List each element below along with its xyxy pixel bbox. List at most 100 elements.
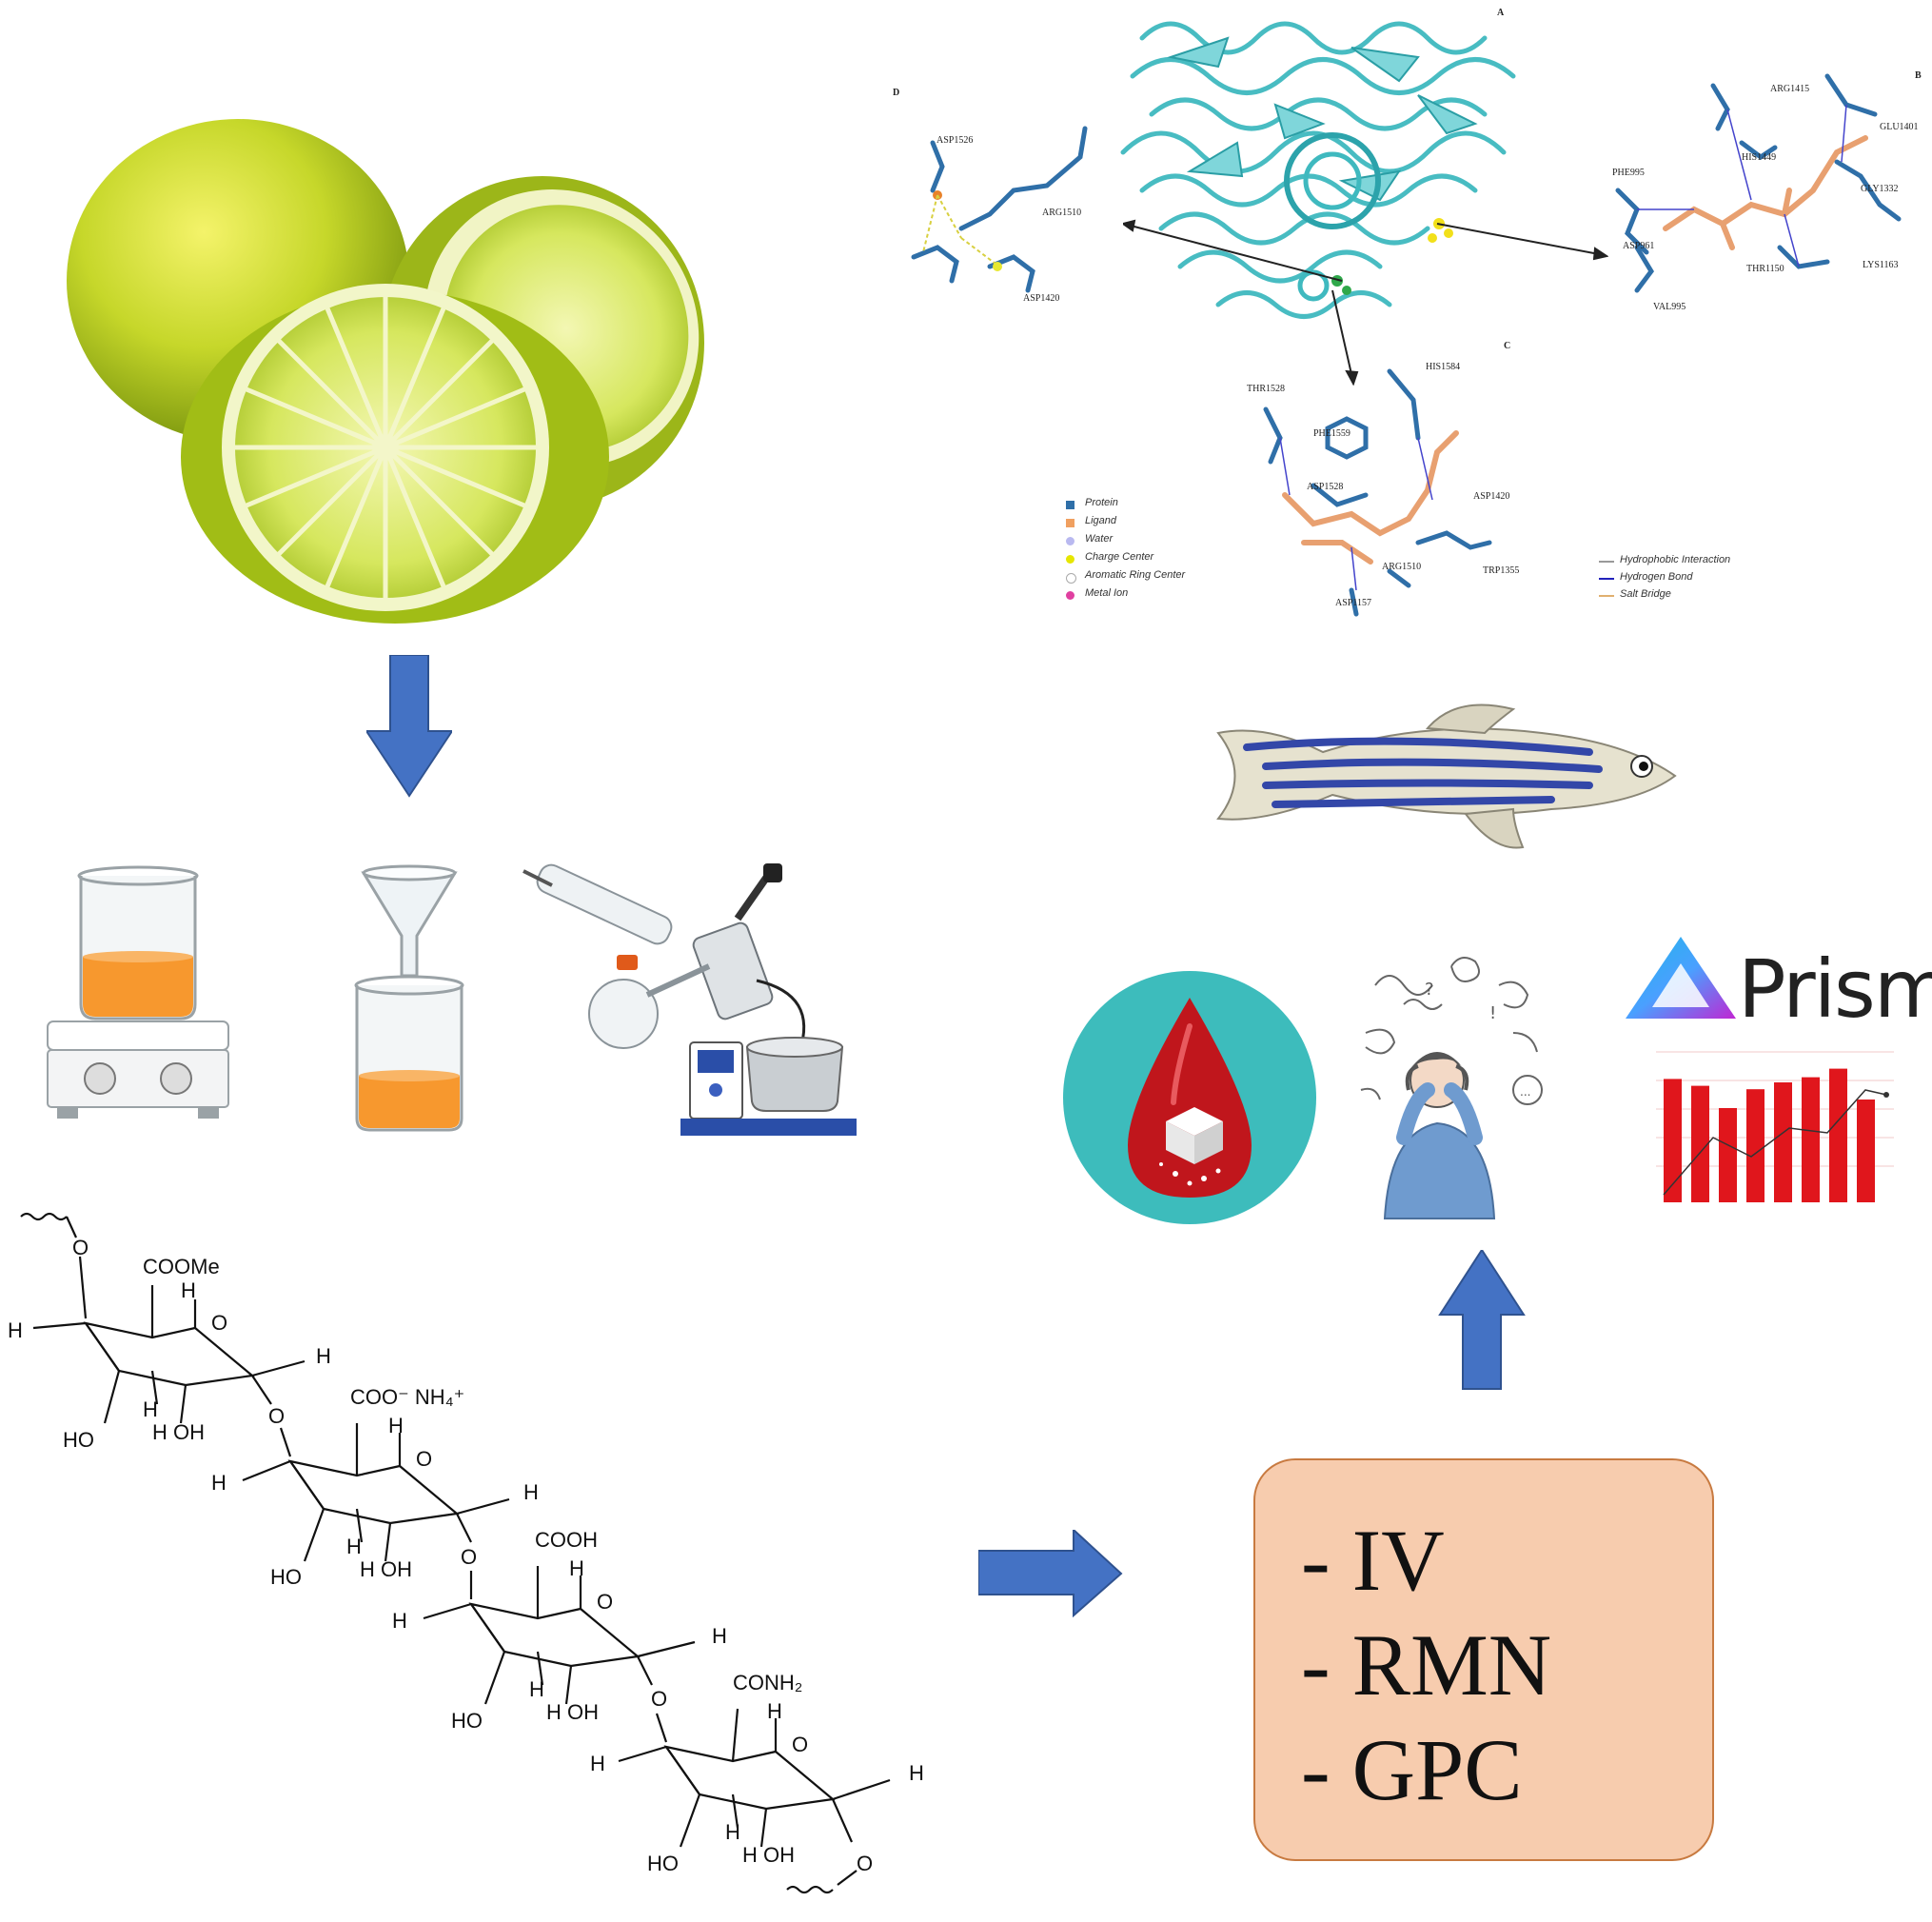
prism-logo-icon [1626, 937, 1736, 1019]
legend-water: Water [1085, 533, 1114, 545]
legend-charge-center: Charge Center [1085, 551, 1154, 563]
residue-c-trp1355: TRP1355 [1483, 565, 1520, 576]
prism-bar [1774, 1082, 1792, 1202]
atom-o-ring-4: O [792, 1733, 809, 1756]
legend-swatch-metal-ion [1066, 591, 1074, 600]
residue-b-gly1332: GLY1332 [1861, 184, 1899, 194]
residue-b-asp961: ASP961 [1623, 241, 1655, 251]
atom-h: H [523, 1480, 539, 1504]
group-conh2: CONH₂ [733, 1671, 803, 1694]
residue-c-thr1528: THR1528 [1247, 384, 1285, 394]
pectin-structure-bonds [20, 1212, 891, 1894]
analysis-item-rmn: - RMN [1301, 1616, 1552, 1714]
legend-swatch-salt-bridge [1599, 595, 1614, 597]
prism-bar-chart [1656, 1051, 1894, 1202]
panel-b-interactions [1615, 73, 1902, 293]
atom-h: H [569, 1556, 584, 1580]
legend-swatch-ligand [1066, 519, 1074, 527]
atom-ho: HO [451, 1709, 483, 1733]
atom-hoh: H OH [742, 1843, 795, 1867]
residue-b-glu1401: GLU1401 [1880, 122, 1919, 132]
half-lime-front [181, 284, 609, 624]
panel-label-b: B [1915, 70, 1922, 81]
svg-text:?: ? [1425, 980, 1434, 1000]
residue-d-arg1510: ARG1510 [1042, 208, 1082, 218]
residue-b-arg1415: ARG1415 [1770, 84, 1810, 94]
prism-bar [1719, 1108, 1737, 1202]
legend-hydrophobic-interaction: Hydrophobic Interaction [1620, 554, 1731, 565]
rotary-evaporator [522, 863, 857, 1136]
panel-label-a: A [1497, 8, 1505, 18]
blood-glucose-icon [1063, 971, 1316, 1224]
legend-salt-bridge: Salt Bridge [1620, 588, 1671, 600]
legend-swatch-aromatic [1066, 573, 1076, 584]
pointer-lines [1123, 219, 1608, 386]
residue-c-phe1559: PHE1559 [1313, 428, 1350, 439]
limes-illustration [67, 119, 704, 624]
atom-h: H [8, 1318, 23, 1342]
svg-text:!: ! [1489, 1003, 1496, 1023]
prism-bar [1691, 1085, 1709, 1202]
panel-c-interactions [1263, 368, 1492, 617]
atom-o-ring-1: O [211, 1311, 228, 1335]
prism-bar [1664, 1079, 1682, 1202]
atom-h: H [909, 1761, 924, 1785]
prism-bar [1857, 1100, 1875, 1202]
atom-h: H [388, 1414, 404, 1437]
atom-o-ring-2: O [416, 1447, 433, 1471]
atom-h: H [181, 1278, 196, 1302]
panel-d-interactions [911, 126, 1088, 293]
panel-label-d: D [893, 88, 900, 98]
residue-c-arg1510: ARG1510 [1382, 562, 1422, 572]
stirring-hotplate-beaker [47, 865, 229, 1119]
legend-swatch-hydrophobic [1599, 561, 1614, 563]
legend-protein: Protein [1085, 497, 1118, 508]
group-coome: COOMe [143, 1255, 220, 1278]
residue-c-asp1528: ASP1528 [1307, 482, 1344, 492]
legend-swatch-charge-center [1066, 555, 1074, 564]
svg-text:...: ... [1520, 1085, 1530, 1099]
analysis-item-gpc: - GPC [1301, 1721, 1523, 1818]
atom-o-link-3: O [461, 1545, 478, 1569]
residue-b-val995: VAL995 [1653, 302, 1686, 312]
prism-logo-text: Prism [1738, 942, 1932, 1036]
atom-ho: HO [647, 1852, 679, 1875]
atom-o-link-2: O [268, 1404, 286, 1428]
atom-o-link-4: O [651, 1687, 668, 1711]
atom-h: H [767, 1699, 782, 1723]
atom-o-link-5: O [857, 1852, 874, 1875]
atom-h: H [392, 1609, 407, 1633]
residue-b-thr1150: THR1150 [1746, 264, 1784, 274]
atom-h: H [211, 1471, 227, 1495]
group-coo-nh4: COO⁻ NH₄⁺ [350, 1385, 465, 1409]
legend-swatch-hbond [1599, 578, 1614, 580]
arrow-up [1438, 1250, 1526, 1390]
atom-hoh: H OH [546, 1700, 599, 1724]
residue-b-his1449: HIS1449 [1742, 152, 1777, 163]
residue-d-asp1526: ASP1526 [936, 135, 974, 146]
analysis-methods-box: - IV - RMN - GPC [1253, 1458, 1714, 1861]
prism-bar [1802, 1077, 1820, 1202]
legend-hydrogen-bond: Hydrogen Bond [1620, 571, 1693, 583]
atom-h: H [316, 1344, 331, 1368]
residue-c-asp1157: ASP1157 [1335, 598, 1371, 608]
analysis-item-iv: - IV [1301, 1512, 1445, 1609]
legend-metal-ion: Metal Ion [1085, 587, 1129, 599]
atom-h: H [346, 1535, 362, 1558]
atom-hoh: H OH [360, 1557, 412, 1581]
atom-hoh: H OH [152, 1420, 205, 1444]
legend-ligand: Ligand [1085, 515, 1117, 526]
panel-label-c: C [1504, 341, 1511, 351]
residue-c-his1584: HIS1584 [1426, 362, 1461, 372]
zebrafish-illustration [1216, 703, 1677, 849]
residue-c-asp1420: ASP1420 [1473, 491, 1510, 502]
legend-aromatic-ring-center: Aromatic Ring Center [1085, 569, 1186, 581]
atom-ho: HO [63, 1428, 94, 1452]
group-cooh: COOH [535, 1528, 598, 1552]
funnel-filtration-beaker [354, 864, 464, 1132]
arrow-down [366, 655, 452, 798]
legend-swatch-water [1066, 537, 1074, 545]
residue-d-asp1420: ASP1420 [1023, 293, 1060, 304]
atom-h: H [529, 1677, 544, 1701]
atom-h: H [590, 1752, 605, 1775]
